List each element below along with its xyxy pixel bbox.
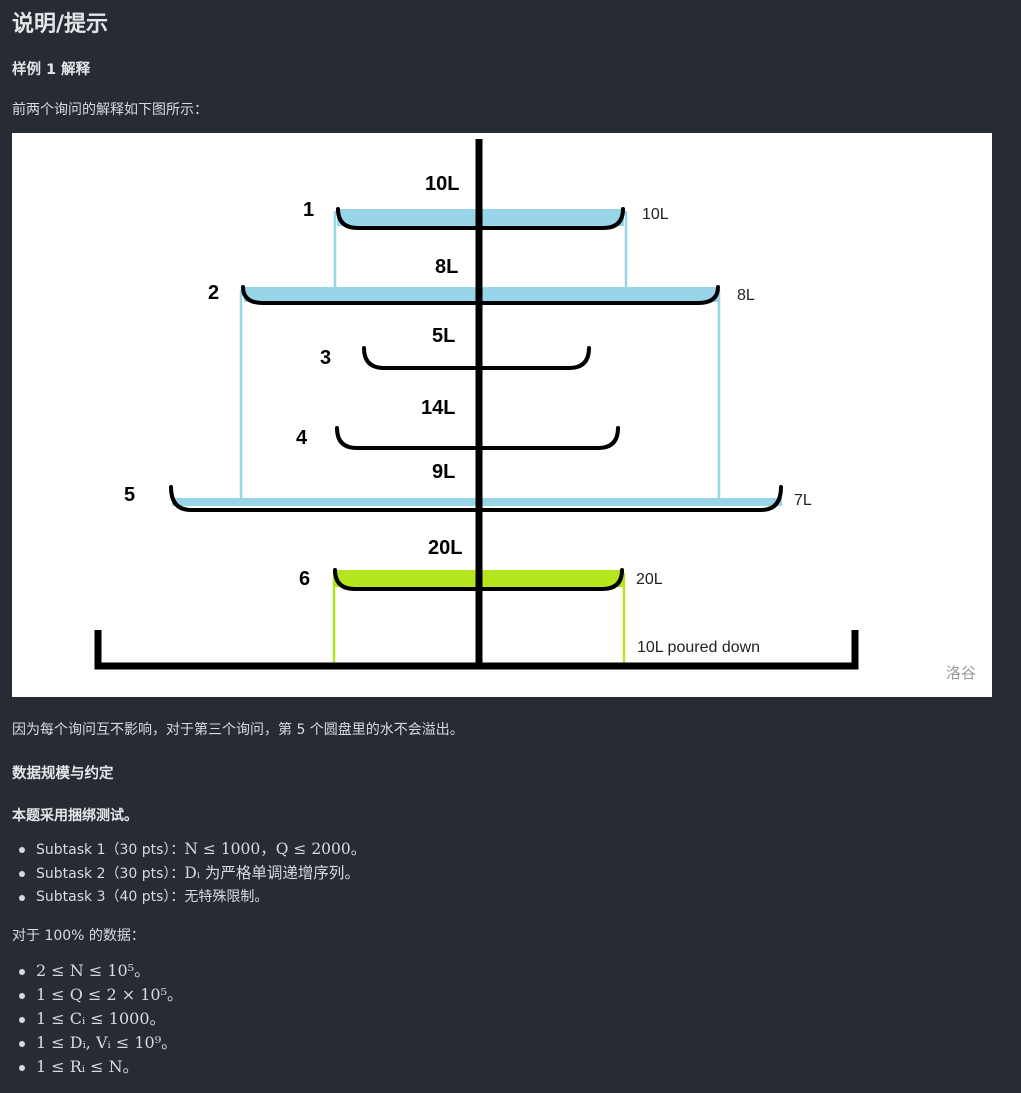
- watermark: 洛谷: [945, 664, 976, 682]
- list-item: 1 ≤ Dᵢ, Vᵢ ≤ 10⁹。: [19, 1031, 183, 1055]
- constraint-list: 2 ≤ N ≤ 10⁵。 1 ≤ Q ≤ 2 × 10⁵。 1 ≤ Cᵢ ≤ 1…: [0, 959, 183, 1079]
- water-label: 10L: [642, 206, 669, 223]
- bundle-text: 本题采用捆绑测试。: [12, 808, 138, 824]
- subtask-constraint: 无特殊限制。: [184, 889, 269, 905]
- poured-label: 10L poured down: [637, 639, 761, 656]
- fountain-figure: 1 2 3 4 5 6 10L 8L 5L 14L 9L 20L 10L 8L …: [12, 133, 992, 697]
- plate-6: [333, 568, 624, 591]
- list-item: 1 ≤ Cᵢ ≤ 1000。: [19, 1007, 183, 1031]
- plate-number: 5: [124, 484, 136, 506]
- water-label: 7L: [794, 492, 812, 509]
- plate-number: 2: [208, 282, 220, 304]
- capacity-label: 14L: [421, 397, 456, 419]
- water-label: 8L: [737, 287, 755, 304]
- capacity-label: 5L: [432, 325, 456, 347]
- capacity-label: 10L: [425, 173, 460, 195]
- subtask-constraint: N ≤ 1000，Q ≤ 2000。: [184, 840, 367, 858]
- plate-5: [169, 485, 783, 512]
- plate-2: [241, 285, 720, 305]
- list-item: 2 ≤ N ≤ 10⁵。: [19, 959, 183, 983]
- capacity-label: 8L: [435, 256, 459, 278]
- subtask-constraint: Dᵢ 为严格单调递增序列。: [184, 864, 360, 882]
- list-item: Subtask 3（40 pts）：无特殊限制。: [18, 885, 366, 909]
- water-label: 20L: [636, 571, 663, 588]
- fountain-diagram: [94, 139, 859, 670]
- plate-3: [362, 346, 591, 370]
- subtask-label: Subtask 3（40 pts）：: [36, 889, 185, 905]
- subtask-list: Subtask 1（30 pts）：N ≤ 1000，Q ≤ 2000。 Sub…: [0, 837, 366, 909]
- plate-1: [336, 207, 625, 230]
- plate-4: [335, 426, 620, 450]
- capacity-label: 20L: [428, 537, 463, 559]
- plate-number: 3: [320, 347, 332, 369]
- subtask-label: Subtask 1（30 pts）：: [36, 842, 185, 858]
- list-item: Subtask 2（30 pts）：Dᵢ 为严格单调递增序列。: [18, 861, 366, 885]
- capacity-label: 9L: [432, 461, 456, 483]
- all-data-text: 对于 100% 的数据：: [12, 928, 145, 944]
- section-title: 说明/提示: [12, 12, 109, 37]
- intro-text: 前两个询问的解释如下图所示：: [12, 102, 208, 118]
- list-item: 1 ≤ Q ≤ 2 × 10⁵。: [19, 983, 183, 1007]
- subtask-label: Subtask 2（30 pts）：: [36, 866, 185, 882]
- after-figure-text: 因为每个询问互不影响，对于第三个询问，第 5 个圆盘里的水不会溢出。: [12, 722, 464, 738]
- data-heading: 数据规模与约定: [12, 766, 114, 782]
- list-item: Subtask 1（30 pts）：N ≤ 1000，Q ≤ 2000。: [18, 837, 367, 861]
- list-item: 1 ≤ Rᵢ ≤ N。: [19, 1055, 183, 1079]
- plate-number: 1: [303, 199, 315, 221]
- plate-number: 6: [299, 568, 311, 590]
- plate-number: 4: [296, 427, 308, 449]
- sample-heading: 样例 1 解释: [12, 62, 91, 78]
- basin: [94, 630, 859, 670]
